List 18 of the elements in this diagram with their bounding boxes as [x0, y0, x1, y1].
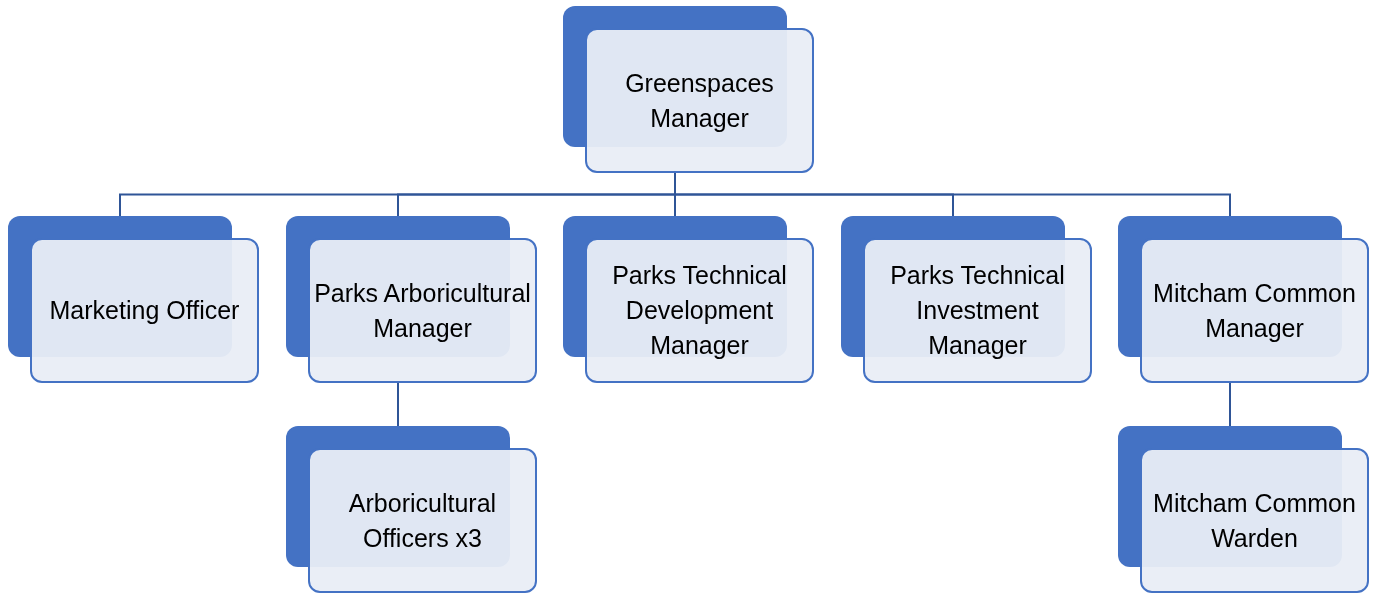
- role-title: Parks Arboricultural Manager: [314, 277, 531, 344]
- role-title: Mitcham Common Manager: [1152, 277, 1357, 344]
- org-chart-card: [1118, 426, 1369, 593]
- role-title: Parks Technical Development Manager: [611, 260, 788, 361]
- connector-line: [1229, 382, 1231, 427]
- role-title: Parks Technical Investment Manager: [889, 260, 1066, 361]
- org-chart-card: [286, 216, 537, 383]
- role-title: Mitcham Common Warden: [1152, 487, 1357, 554]
- org-chart-card: [8, 216, 259, 383]
- connector-line: [397, 382, 399, 427]
- role-title: Marketing Officer: [49, 295, 240, 326]
- org-chart-card: [841, 216, 1092, 383]
- role-title: Arboricultural Officers x3: [347, 487, 498, 554]
- org-chart-card: [1118, 216, 1369, 383]
- org-chart-card: [563, 6, 814, 173]
- role-title: Greenspaces Manager: [624, 67, 775, 134]
- org-chart-card: [286, 426, 537, 593]
- org-chart-card: [563, 216, 814, 383]
